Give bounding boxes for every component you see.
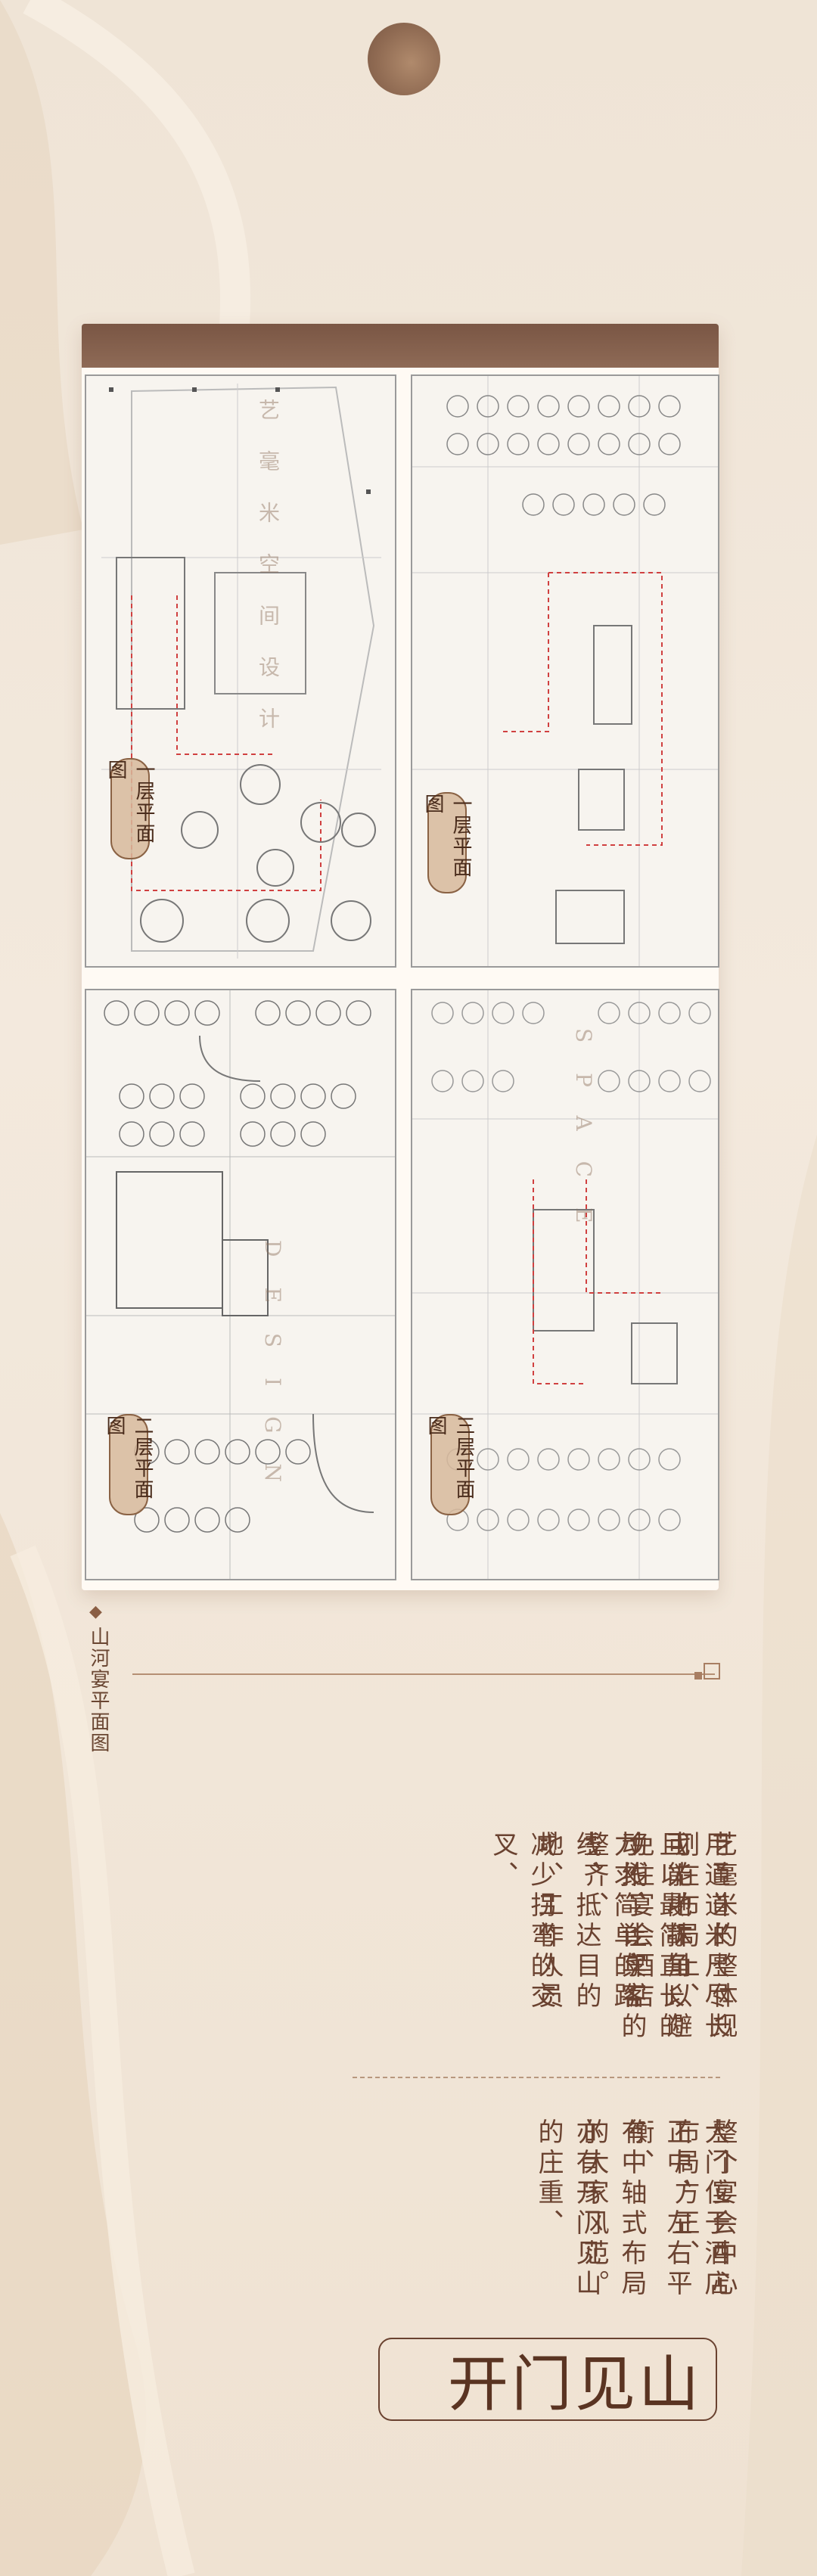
corner-ornament [704, 1663, 720, 1680]
plan-3-watermark: DESIGN [260, 1240, 285, 1512]
floor-plan-header-bar [82, 324, 719, 368]
paragraph-2-line-4: 亦有开门见山的庄重、 [533, 2118, 601, 2300]
paragraph-1-line-3: 且以最简直长的动线、让宾客的整齐、 [579, 1831, 685, 2043]
corner-ornament-fill [694, 1672, 702, 1680]
floor-plan-caption: 山河宴平面图 [87, 1627, 110, 1754]
plan-2-label: 一层平面图 [421, 792, 472, 893]
plan-4-label: 三层平面图 [424, 1414, 475, 1515]
floor-plan-1: 艺毫米空间设计 一层平面图 [85, 374, 396, 968]
plan-1-label: 一层平面图 [104, 758, 155, 859]
paragraph-1-line-1: 艺毫米的整体规划在布局上、 [669, 1831, 738, 2043]
paragraph-2-line-2: 大门位于酒店正中、左右平衡、 [624, 2118, 730, 2300]
floor-plan-2: 一层平面图 [411, 374, 719, 968]
plan-4-watermark: SPACE [571, 1028, 596, 1254]
floor-plan-3: DESIGN 二层平面图 [85, 989, 396, 1580]
diamond-icon: ◆ [89, 1602, 102, 1621]
paragraph-1-line-5: 减少拐弯的交叉、 [488, 1831, 556, 2012]
floor-plan-1-drawing [101, 384, 381, 959]
floor-plan-3-drawing [86, 990, 395, 1579]
page-title: 开门见山 [448, 2349, 702, 2419]
paragraph-2-line-3: 有中轴式布局的大家风范。 [579, 2118, 647, 2300]
floor-plan-2-drawing [412, 376, 718, 966]
paragraph-1-line-4: 力求简单的路线、抵达目的地、工作人员 [533, 1831, 639, 2012]
paragraph-2-line-1: 整个宴会中心布局方正、 [669, 2118, 738, 2300]
floor-plan-4-drawing [412, 990, 718, 1579]
decorative-sun [368, 23, 440, 95]
plan-3-label: 二层平面图 [103, 1414, 154, 1515]
paragraph-1-line-2: 用通道米尺尽长可能地抹角以避免住宴会酒店 [624, 1831, 730, 2043]
plan-1-watermark: 艺毫米空间设计 [256, 399, 281, 759]
caption-divider [132, 1673, 715, 1675]
paragraph-divider [353, 2077, 720, 2078]
title-frame [378, 2338, 717, 2421]
floor-plan-4: SPACE 三层平面图 [411, 989, 719, 1580]
